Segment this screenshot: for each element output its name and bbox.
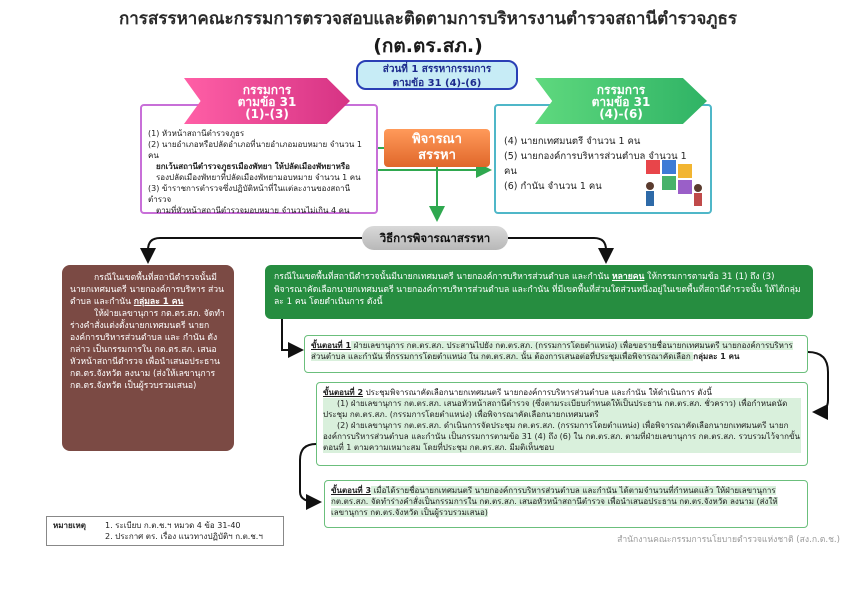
person-body <box>694 193 702 206</box>
person-head <box>694 184 702 192</box>
single-group-text: กรณีในเขตพื้นที่สถานีตำรวจนั้นมี นายกเทศ… <box>70 273 225 307</box>
left-item: (3) ข้าราชการตำรวจซึ่งปฏิบัติหน้าที่ในแต… <box>148 184 351 204</box>
step-2-sub2: (2) ฝ่ายเลขานุการ กต.ตร.สภ. ดำเนินการจัด… <box>323 420 801 453</box>
method-label: วิธีการพิจารณาสรรหา <box>362 226 508 250</box>
step-3-heading: ขั้นตอนที่ 3 <box>331 486 372 495</box>
right-heading-1: กรรมการ <box>596 83 646 97</box>
step-1-box: ขั้นตอนที่ 1 ฝ่ายเลขานุการ กต.ตร.สภ. ประ… <box>304 335 808 373</box>
step-3-box: ขั้นตอนที่ 3 เมื่อได้รายชื่อนายกเทศมนตรี… <box>324 480 808 528</box>
person-head <box>646 182 654 190</box>
multi-group-text: กรณีในเขตพื้นที่สถานีตำรวจนั้นมีนายกเทศม… <box>274 272 612 282</box>
step1-to-step2-arrow <box>807 351 829 420</box>
main-to-step1-arrow <box>281 319 304 358</box>
puzzle-piece-purple <box>678 180 692 194</box>
consider-line2: สรรหา <box>418 148 456 163</box>
part-line1: ส่วนที่ 1 สรรหากรรมการ <box>382 64 492 75</box>
puzzle-piece-blue <box>662 160 676 174</box>
agency-footer: สำนักงานคณะกรรมการนโยบายตำรวจแห่งชาติ (ส… <box>617 535 840 545</box>
left-item: รองปลัดเมืองพัทยาที่ปลัดเมืองพัทยามอบหมา… <box>156 173 361 182</box>
note-line2: 2. ประกาศ ตร. เรื่อง แนวทางปฏิบัติฯ ก.ต.… <box>105 532 263 541</box>
page-title: การสรรหาคณะกรรมการตรวจสอบและติดตามการบริ… <box>118 9 738 29</box>
left-heading-3: (1)-(3) <box>245 107 289 121</box>
single-group-emphasis: กลุ่มละ 1 คน <box>133 297 184 307</box>
method-left-arrow <box>140 237 362 264</box>
left-group-chevron: กรรมการ ตามข้อ 31 (1)-(3) <box>184 78 350 124</box>
puzzle-piece-red <box>646 160 660 174</box>
puzzle-piece-yellow <box>678 164 692 178</box>
right-item: (6) กำนัน จำนวน 1 คน <box>504 181 602 192</box>
step-1-heading: ขั้นตอนที่ 1 <box>311 341 352 350</box>
right-heading-2: ตามข้อ 31 <box>591 95 651 109</box>
step-2-box: ขั้นตอนที่ 2 ประชุมพิจารณาคัดเลือกนายกเท… <box>316 382 808 466</box>
left-heading-1: กรรมการ <box>242 83 292 97</box>
step-2-sub1: (1) ฝ่ายเลขานุการ กต.ตร.สภ. เสนอหัวหน้าส… <box>323 398 801 420</box>
part-label: ส่วนที่ 1 สรรหากรรมการ ตามข้อ 31 (4)-(6) <box>356 60 518 90</box>
left-item: (2) นายอำเภอหรือปลัดอำเภอที่นายอำเภอมอบห… <box>148 140 362 160</box>
single-group-para2: ให้ฝ่ายเลขานุการ กต.ตร.สภ. จัดทำร่างคำสั… <box>70 309 225 391</box>
single-group-box: กรณีในเขตพื้นที่สถานีตำรวจนั้นมี นายกเทศ… <box>62 265 234 451</box>
right-heading-3: (4)-(6) <box>599 107 643 121</box>
part-line2: ตามข้อ 31 (4)-(6) <box>392 78 482 89</box>
multi-group-text: ให้กรรมการตามข้อ 31 (1) ถึง (3) พิจารณาค… <box>274 272 801 307</box>
left-item: ตามที่หัวหน้าสถานีตำรวจมอบหมาย จำนวนไม่เ… <box>156 206 350 215</box>
multi-group-box: กรณีในเขตพื้นที่สถานีตำรวจนั้นมีนายกเทศม… <box>265 265 813 319</box>
note-line1: 1. ระเบียบ ก.ต.ช.ฯ หมวด 4 ข้อ 31-40 <box>105 521 241 530</box>
puzzle-team-illustration <box>646 160 702 206</box>
step-3-text: เมื่อได้รายชื่อนายกเทศมนตรี นายกองค์การบ… <box>331 486 778 517</box>
step2-to-step3-arrow <box>299 443 322 510</box>
left-item: ยกเว้นสถานีตำรวจภูธรเมืองพัทยา ให้ปลัดเม… <box>156 162 350 171</box>
person-body <box>646 191 654 206</box>
left-heading-2: ตามข้อ 31 <box>237 95 297 109</box>
note-box: หมายเหตุ 1. ระเบียบ ก.ต.ช.ฯ หมวด 4 ข้อ 3… <box>46 516 284 546</box>
right-item: (5) นายกองค์การบริหารส่วนตำบล จำนวน 1 คน <box>504 151 687 177</box>
step-1-emphasis: กลุ่มละ 1 คน <box>693 352 740 361</box>
consider-badge: พิจารณา สรรหา <box>384 129 490 167</box>
left-item: (1) หัวหน้าสถานีตำรวจภูธร <box>148 129 245 138</box>
method-right-arrow <box>508 237 614 264</box>
step-2-heading: ขั้นตอนที่ 2 <box>323 388 364 397</box>
right-item: (4) นายกเทศมนตรี จำนวน 1 คน <box>504 136 641 147</box>
right-group-chevron: กรรมการ ตามข้อ 31 (4)-(6) <box>535 78 707 124</box>
note-label: หมายเหตุ <box>53 521 86 530</box>
page-subtitle: (กต.ตร.สภ.) <box>373 35 483 57</box>
multi-group-emphasis: หลายคน <box>611 272 645 282</box>
single-group-para1: กรณีในเขตพื้นที่สถานีตำรวจนั้นมี นายกเทศ… <box>70 272 226 308</box>
consider-line1: พิจารณา <box>412 132 462 147</box>
puzzle-piece-green <box>662 176 676 190</box>
step-2-text: ประชุมพิจารณาคัดเลือกนายกเทศมนตรี นายกอง… <box>363 388 712 397</box>
